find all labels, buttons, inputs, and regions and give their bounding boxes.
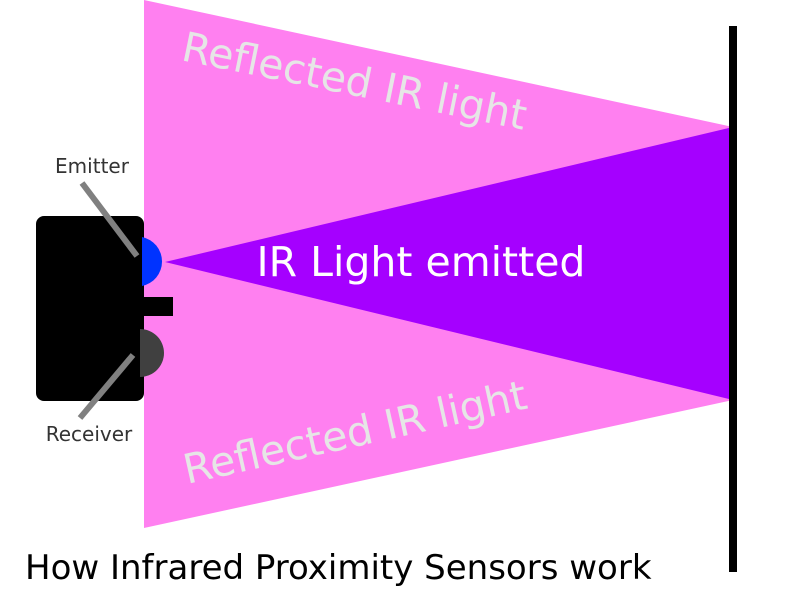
diagram-title: How Infrared Proximity Sensors work: [25, 548, 652, 588]
receiver-label: Receiver: [46, 422, 133, 446]
receiver-sensor-icon: [140, 329, 164, 377]
reflecting-wall: [729, 26, 737, 572]
emitted-light-beam: [165, 127, 733, 400]
sensor-body: [36, 216, 144, 401]
emitter-led-icon: [142, 237, 163, 286]
sensor-divider: [140, 297, 173, 316]
emitted-light-label: IR Light emitted: [257, 238, 586, 286]
emitter-pointer-line: [79, 181, 140, 258]
receiver-pointer-line: [77, 353, 136, 420]
emitter-label: Emitter: [55, 154, 130, 178]
